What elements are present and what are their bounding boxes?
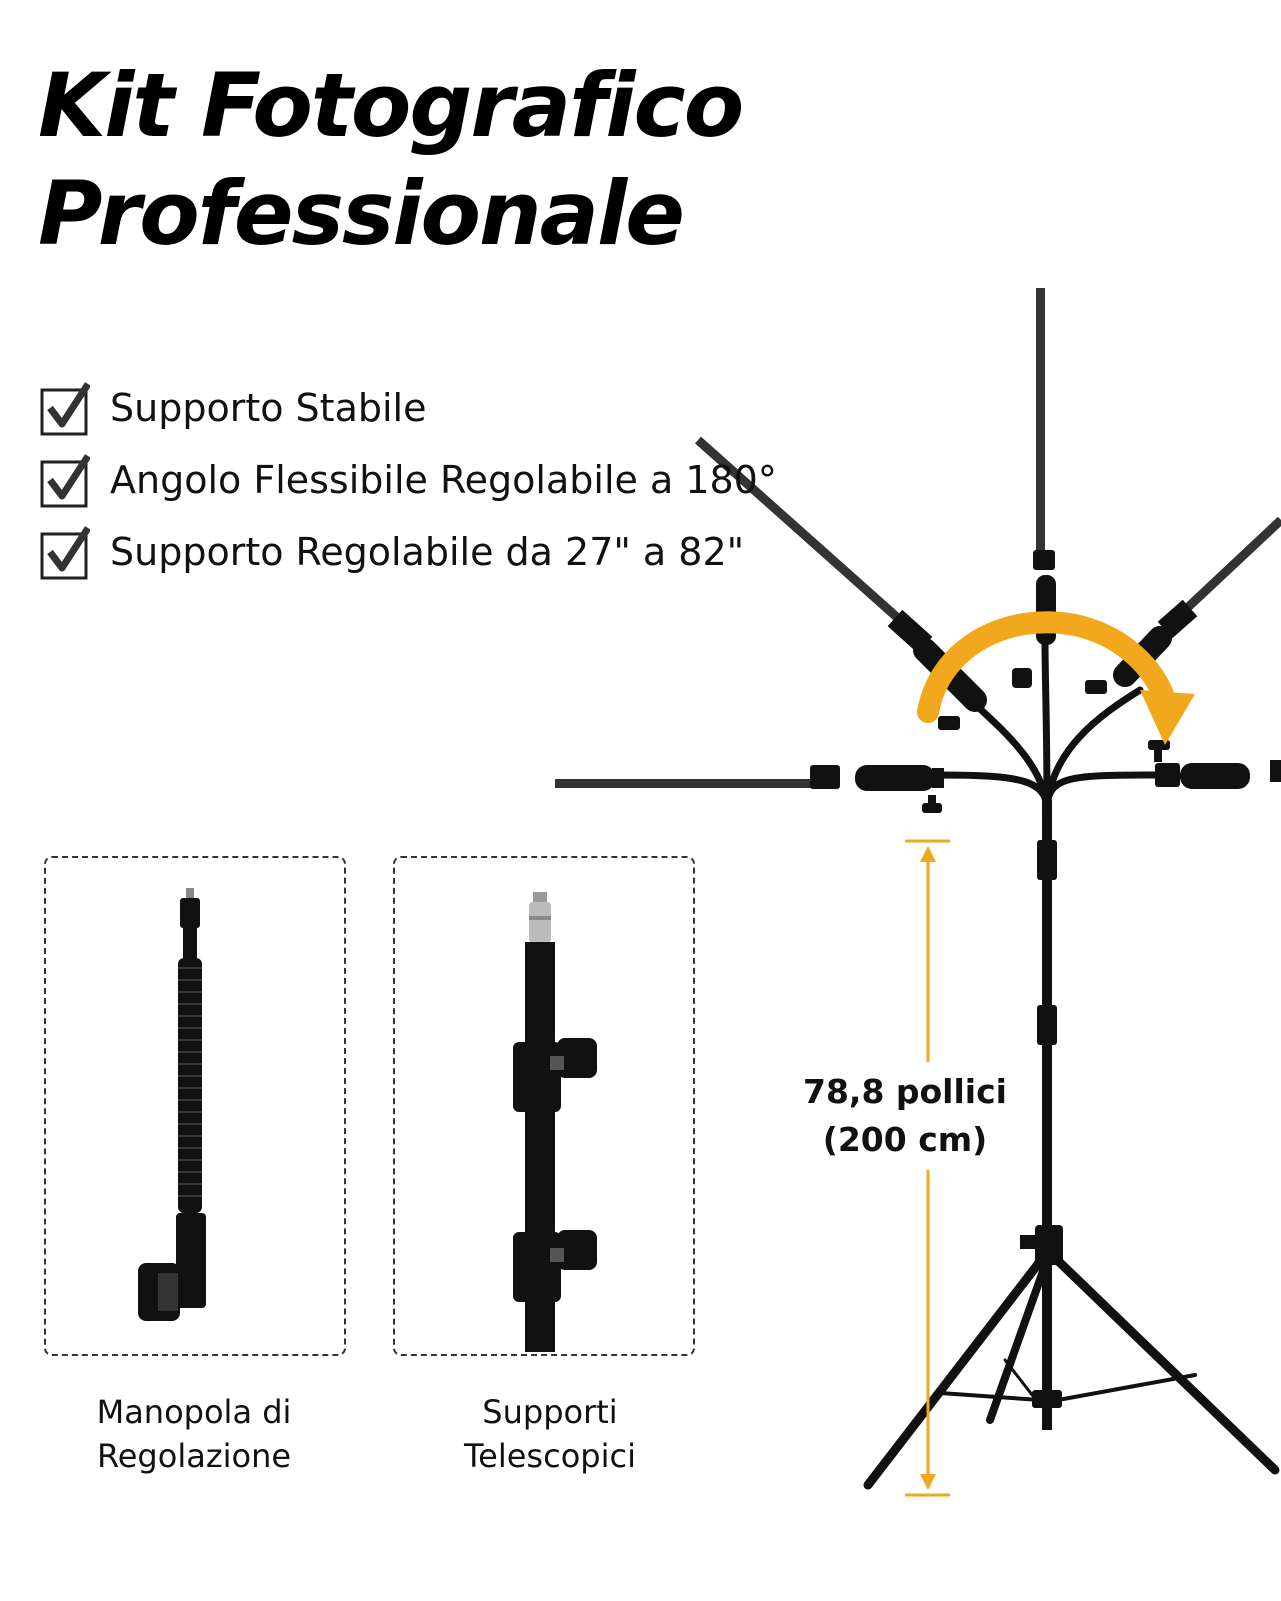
caption-line: Manopola di xyxy=(96,1393,292,1431)
title-line-1: Kit Fotografico xyxy=(38,54,744,157)
detail-caption-telescopic: Supporti Telescopici xyxy=(400,1390,700,1478)
feature-item: Angolo Flessibile Regolabile a 180° xyxy=(40,444,777,516)
feature-item: Supporto Stabile xyxy=(40,372,777,444)
height-measure-label: 78,8 pollici (200 cm) xyxy=(780,1062,1030,1170)
page-title: Kit Fotografico Professionale xyxy=(38,52,744,268)
checkbox-checked-icon xyxy=(40,382,90,436)
gooseneck-knob-image xyxy=(138,888,206,1321)
tripod-legs xyxy=(863,1250,1280,1490)
feature-label: Supporto Stabile xyxy=(110,386,427,430)
detail-caption-knob: Manopola di Regolazione xyxy=(44,1390,344,1478)
checkbox-checked-icon xyxy=(40,454,90,508)
checkbox-checked-icon xyxy=(40,526,90,580)
height-metric: (200 cm) xyxy=(822,1120,988,1159)
height-imperial: 78,8 pollici xyxy=(802,1072,1007,1111)
feature-list: Supporto Stabile Angolo Flessibile Regol… xyxy=(40,372,777,588)
rotation-arrow xyxy=(917,611,1195,745)
feature-label: Supporto Regolabile da 27" a 82" xyxy=(110,530,745,574)
detail-box-telescopic xyxy=(393,856,695,1356)
detail-box-knob xyxy=(44,856,346,1356)
caption-line: Supporti xyxy=(482,1393,618,1431)
telescopic-support-image xyxy=(513,892,597,1352)
caption-line: Regolazione xyxy=(96,1437,292,1475)
feature-item: Supporto Regolabile da 27" a 82" xyxy=(40,516,777,588)
caption-line: Telescopici xyxy=(464,1437,636,1475)
title-line-2: Professionale xyxy=(38,162,685,265)
feature-label: Angolo Flessibile Regolabile a 180° xyxy=(110,458,777,502)
